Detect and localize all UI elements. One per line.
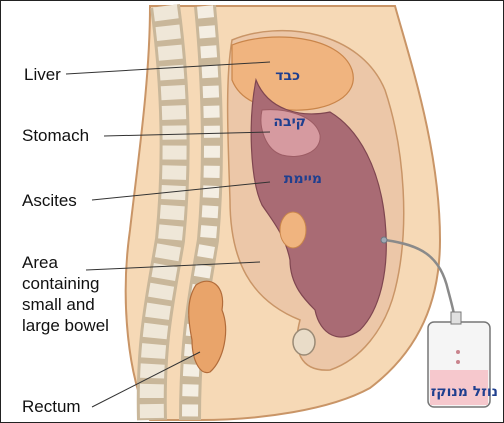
hebrew-label-stomach: קיבה — [273, 114, 306, 130]
hebrew-label-liver: כבד — [275, 68, 300, 84]
label-area-line3: small and — [22, 295, 95, 314]
rectum-organ — [189, 281, 226, 372]
label-area-line2: containing — [22, 274, 100, 293]
colon-loop — [293, 329, 315, 355]
label-ascites: Ascites — [22, 191, 77, 210]
hebrew-label-ascites: מיימת — [284, 171, 322, 187]
label-liver: Liver — [24, 65, 61, 84]
label-area-line1: Area — [22, 253, 58, 272]
hebrew-label-drainage: נוזל מנוקז — [431, 384, 498, 400]
bowel-loop — [280, 212, 306, 248]
tube-connector — [381, 237, 387, 243]
label-area-line4: large bowel — [22, 316, 109, 335]
label-stomach: Stomach — [22, 126, 89, 145]
label-rectum: Rectum — [22, 397, 81, 416]
